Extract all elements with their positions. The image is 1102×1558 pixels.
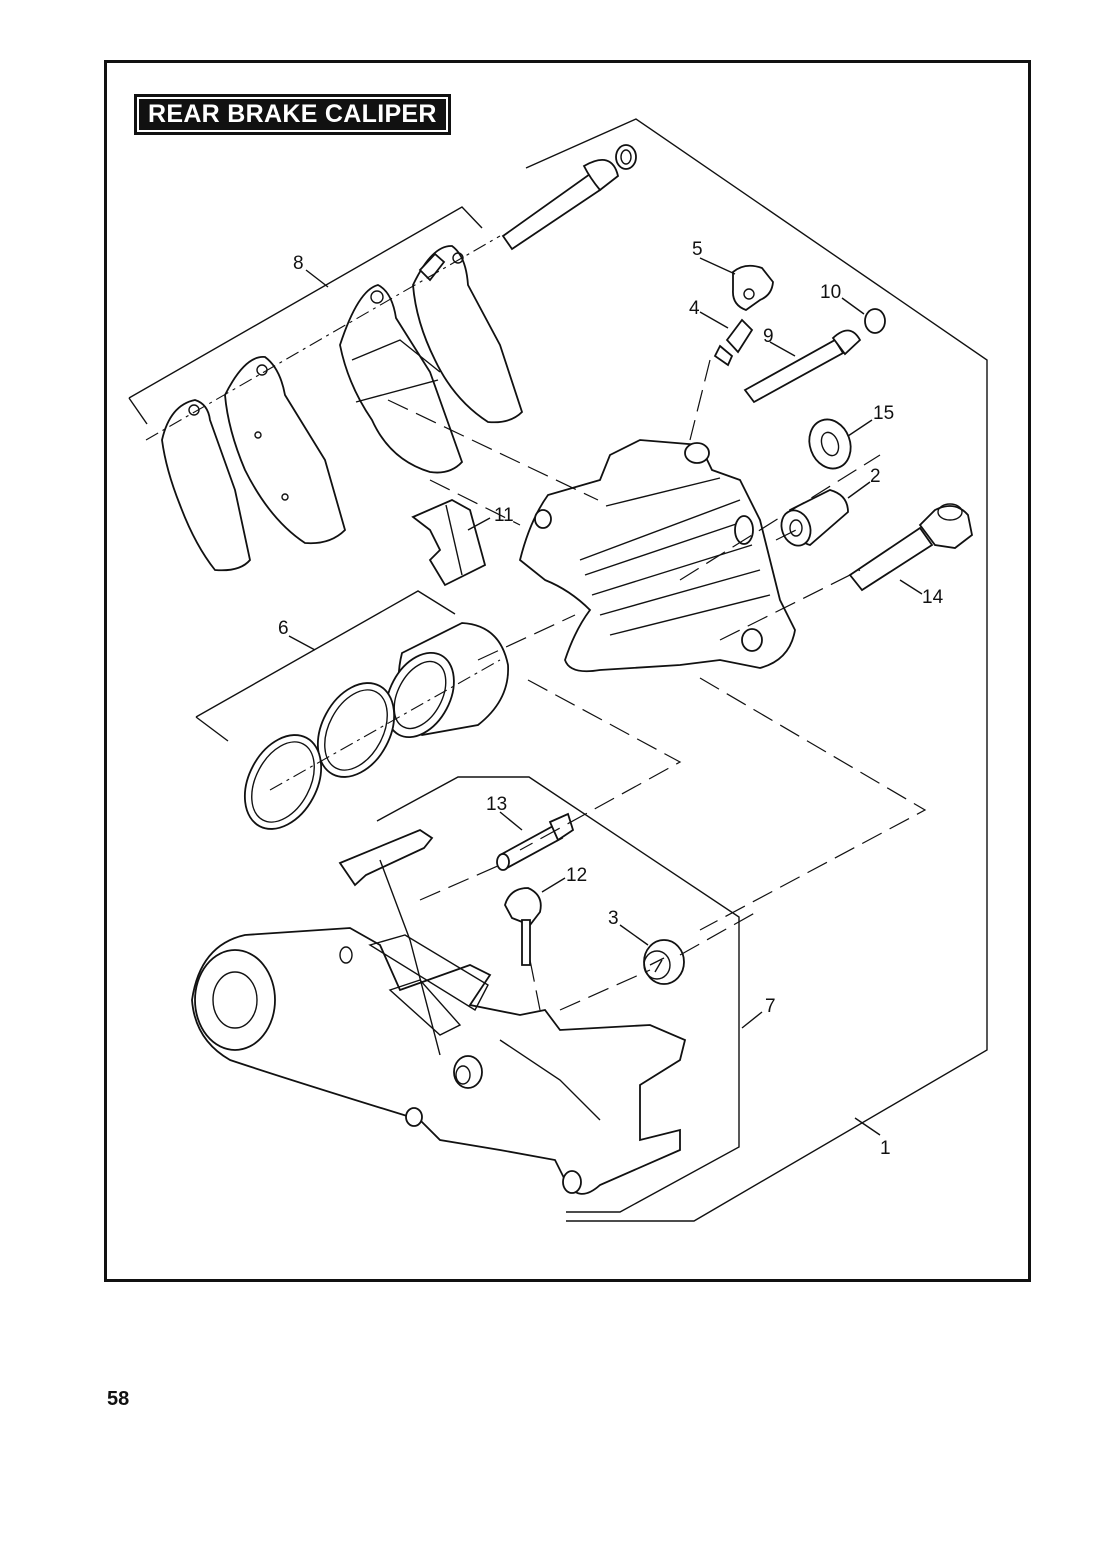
bleeder-valve — [713, 318, 754, 367]
plug-3 — [643, 939, 685, 985]
diagram-frame — [104, 60, 1031, 1282]
piston — [385, 622, 509, 739]
callout-7: 7 — [765, 996, 776, 1017]
assembly-line-d — [679, 454, 881, 581]
leader-2 — [847, 481, 871, 499]
leader-14 — [899, 579, 923, 595]
leader-3 — [619, 924, 649, 946]
callout-1: 1 — [880, 1138, 891, 1159]
leader-4 — [699, 311, 729, 329]
leader-1 — [854, 1117, 881, 1136]
assembly-bracket-1 — [525, 118, 988, 1222]
piston-kit-bracket-6 — [195, 590, 456, 718]
dust-boot — [243, 734, 323, 830]
brake-pad-backing-1 — [224, 356, 347, 545]
callout-15: 15 — [873, 403, 894, 424]
leader-6 — [288, 635, 316, 651]
callout-6: 6 — [278, 618, 289, 639]
assembly-line-a — [387, 399, 599, 501]
assembly-line-l — [559, 969, 651, 1011]
washer — [808, 418, 852, 470]
callout-12: 12 — [566, 865, 587, 886]
mount-bracket-7 — [376, 776, 740, 1213]
piston-seal — [316, 682, 396, 778]
assembly-line-i — [699, 677, 927, 931]
callout-14: 14 — [922, 587, 944, 608]
slide-pin-9 — [743, 329, 862, 404]
pin-cap-10 — [864, 308, 886, 334]
leader-15 — [847, 419, 873, 437]
assembly-line-c — [477, 614, 576, 661]
callout-4: 4 — [689, 298, 700, 319]
pad-pin-13 — [496, 812, 575, 871]
callout-11: 11 — [494, 505, 514, 526]
callout-9: 9 — [763, 326, 774, 347]
assembly-line-n — [379, 859, 441, 1056]
callout-8: 8 — [293, 253, 304, 274]
callout-5: 5 — [692, 239, 703, 260]
diagram-title-banner: REAR BRAKE CALIPER — [134, 94, 451, 135]
caliper-body — [518, 439, 796, 673]
leader-10 — [841, 297, 865, 315]
pad-kit-bracket-8 — [128, 206, 483, 399]
leader-8 — [305, 269, 329, 288]
slide-pin-upper — [501, 144, 637, 251]
assembly-line-j — [419, 864, 501, 901]
pad-kit-bracket-8-tail — [128, 397, 148, 425]
brake-pad-friction — [339, 284, 464, 474]
bushing — [780, 489, 849, 547]
diagram-title: REAR BRAKE CALIPER — [148, 100, 437, 128]
page-number: 58 — [107, 1388, 130, 1410]
leader-7 — [741, 1011, 763, 1029]
assembly-line-f — [689, 359, 711, 441]
leader-11 — [467, 517, 491, 531]
leader-13 — [499, 811, 523, 831]
callout-3: 3 — [608, 908, 619, 929]
callout-10: 10 — [820, 282, 841, 303]
bracket-spring-clip — [338, 828, 434, 887]
callout-2: 2 — [870, 466, 881, 487]
piston-axis-line — [269, 659, 501, 791]
assembly-line-m — [679, 909, 761, 956]
assembly-line-h — [519, 679, 682, 851]
piston-kit-bracket-6-tail — [195, 716, 229, 742]
assembly-line-g — [719, 569, 861, 641]
assembly-line-k — [529, 959, 541, 1011]
retaining-pin-12 — [504, 887, 542, 966]
assembly-line-e — [775, 527, 801, 541]
callout-13: 13 — [486, 794, 507, 815]
leader-9 — [769, 341, 796, 357]
leader-12 — [541, 877, 566, 893]
caliper-mounting-bracket — [191, 927, 687, 1195]
assembly-line-b — [429, 479, 521, 526]
bleeder-cap — [732, 264, 774, 312]
anti-rattle-spring — [411, 498, 487, 587]
brake-pad-inner — [412, 245, 524, 424]
mounting-bolt — [848, 503, 973, 592]
leader-5 — [699, 257, 736, 275]
